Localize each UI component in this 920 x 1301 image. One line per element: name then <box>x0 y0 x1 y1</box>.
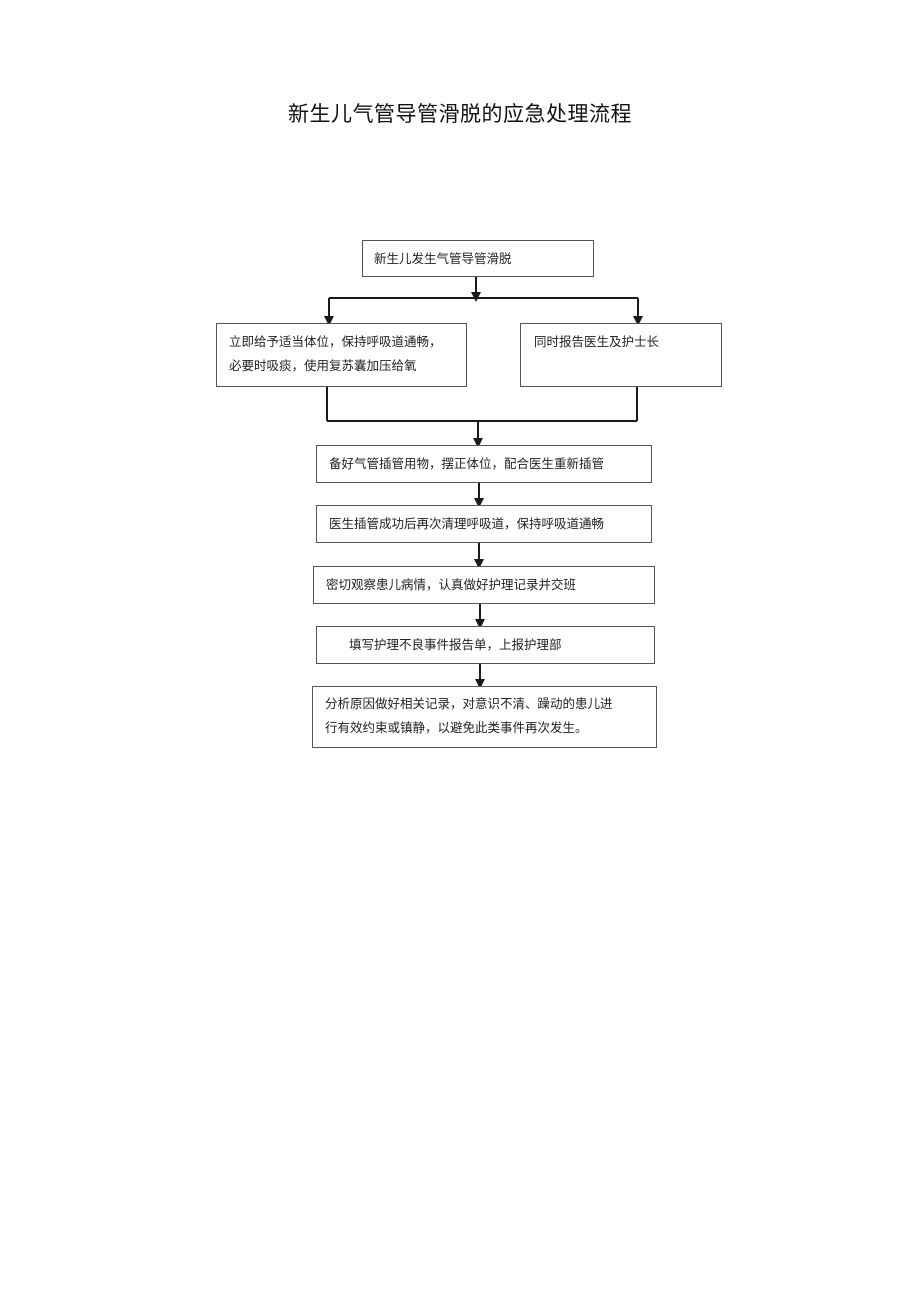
step-analysis-text-line2: 行有效约束或镇静，以避免此类事件再次发生。 <box>325 720 588 735</box>
step-analysis-text-line1: 分析原因做好相关记录，对意识不清、躁动的患儿进 <box>325 696 613 711</box>
step-start-box: 新生儿发生气管导管滑脱 <box>362 240 594 277</box>
step-analysis-box: 分析原因做好相关记录，对意识不清、躁动的患儿进 行有效约束或镇静，以避免此类事件… <box>312 686 657 748</box>
step-observe-text: 密切观察患儿病情，认真做好护理记录并交班 <box>326 577 577 592</box>
step-airway-text-line1: 立即给予适当体位，保持呼吸道通畅， <box>229 334 442 349</box>
step-report-box: 同时报告医生及护士长 <box>520 323 722 387</box>
step-clear-airway-text: 医生插管成功后再次清理呼吸道，保持呼吸道通畅 <box>329 516 605 531</box>
step-observe-box: 密切观察患儿病情，认真做好护理记录并交班 <box>313 566 655 604</box>
step-clear-airway-box: 医生插管成功后再次清理呼吸道，保持呼吸道通畅 <box>316 505 652 543</box>
step-incident-report-text: 填写护理不良事件报告单，上报护理部 <box>349 637 562 652</box>
step-airway-text-line2: 必要时吸痰，使用复苏囊加压给氧 <box>229 358 417 373</box>
step-airway-box: 立即给予适当体位，保持呼吸道通畅， 必要时吸痰，使用复苏囊加压给氧 <box>216 323 467 387</box>
step-reintubate-box: 备好气管插管用物，摆正体位，配合医生重新插管 <box>316 445 652 483</box>
step-start-text: 新生儿发生气管导管滑脱 <box>374 251 512 266</box>
page-title: 新生儿气管导管滑脱的应急处理流程 <box>288 102 632 126</box>
step-reintubate-text: 备好气管插管用物，摆正体位，配合医生重新插管 <box>329 456 605 471</box>
step-report-text: 同时报告医生及护士长 <box>534 334 660 349</box>
step-incident-report-box: 填写护理不良事件报告单，上报护理部 <box>316 626 655 664</box>
